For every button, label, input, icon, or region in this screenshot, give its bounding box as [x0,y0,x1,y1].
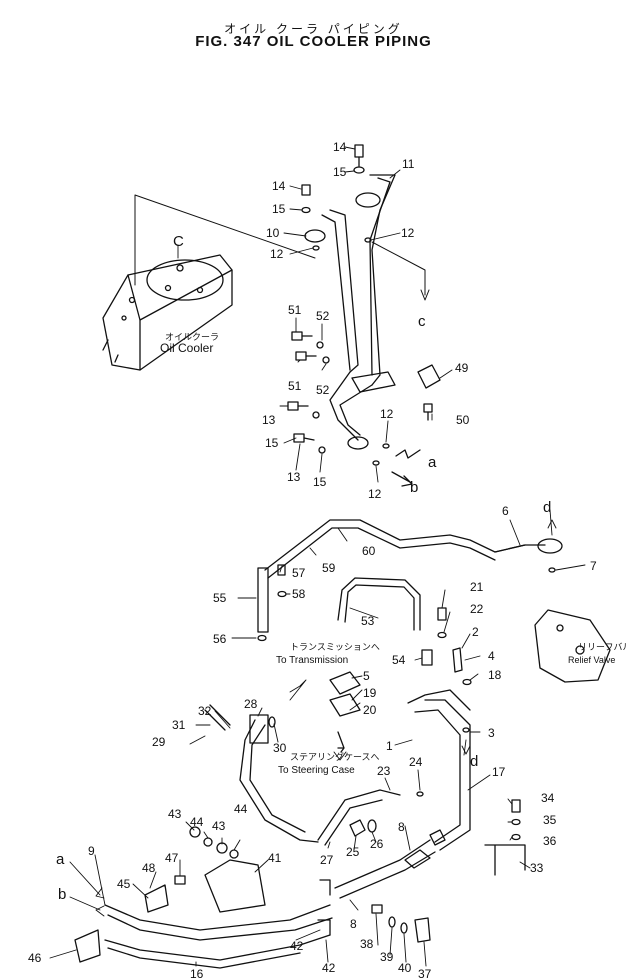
callout-20: 20 [363,703,377,717]
callout-18: 5 [363,669,370,683]
callout-51-upper: 51 [288,303,302,317]
connection-letter-d-lower: d [470,753,478,770]
to-transmission-label-jp: トランスミッションへ [290,642,380,652]
callout-1: 1 [386,739,393,753]
callout-13-lower: 13 [287,470,301,484]
callout-15: 15 [272,202,286,216]
callout-60: 60 [362,544,376,558]
callout-7: 7 [590,559,597,573]
callout-16: 16 [190,967,204,980]
upper-oil-pipes [304,174,441,450]
callout-3: 3 [488,726,495,740]
connection-letter-c-cooler: C [173,233,184,250]
lower-oil-pipes [74,826,431,969]
figure-title: FIG. 347 OIL COOLER PIPING [195,33,432,50]
callout-44-left: 44 [190,815,204,829]
callout-52-lower: 52 [316,383,330,397]
callout-43-right: 43 [212,819,226,833]
callout-28: 28 [244,697,258,711]
callout-11: 11 [402,157,415,171]
callout-50: 50 [456,413,470,427]
callout-24: 24 [409,755,423,769]
callout-44-right: 44 [234,802,248,816]
oil-cooler-assembly [102,254,233,371]
callout-29: 29 [152,735,166,749]
callout-53: 53 [361,614,375,628]
callout-31: 31 [172,718,186,732]
callout-25: 25 [346,845,360,859]
callout-14: 14 [272,179,286,193]
transmission-pipes [204,671,526,899]
to-transmission-label: To Transmission [276,655,348,666]
connection-letter-b-upper: b [410,479,418,496]
callout-48: 48 [142,861,156,875]
callout-36: 36 [543,834,557,848]
callout-57: 57 [292,566,306,580]
callout-14-upper: 14 [333,140,347,154]
callout-26: 26 [370,837,384,851]
callout-15-upper: 15 [333,165,347,179]
callout-42-left: 42 [290,939,304,953]
callout-19: 19 [363,686,377,700]
callout-4: 4 [488,649,495,663]
callout-9: 9 [88,844,95,858]
callout-55: 55 [213,591,227,605]
callout-8-lower: 8 [350,917,357,931]
callout-37: 37 [418,967,432,980]
callout-56: 56 [213,632,227,646]
relief-valve-label-jp: リリーフバルブ [578,641,627,652]
oil-cooler-label-jp: オイルクーラ [165,332,219,342]
callout-27: 27 [320,853,334,867]
to-steering-label-jp: ステアリングケースへ [290,751,380,762]
callout-8-upper: 8 [398,820,405,834]
callout-17: 17 [492,765,506,779]
callout-22: 22 [470,602,484,616]
relief-valve-label: Relief Valve [568,655,615,665]
callout-45: 45 [117,877,131,891]
callout-6: 6 [502,504,509,518]
figure-title-japanese: オイル クーラ パイピング [224,22,403,36]
callout-12-mid: 12 [380,407,394,421]
callout-46: 46 [28,951,42,965]
callout-59: 59 [322,561,336,575]
callout-35: 35 [543,813,557,827]
callout-40: 40 [398,961,412,975]
callout-13-upper: 13 [262,413,276,427]
callout-42-right: 42 [322,961,336,975]
to-steering-label: To Steering Case [278,765,355,776]
callout-30: 30 [273,741,287,755]
callout-12-right: 12 [401,226,415,240]
oil-cooler-label: Oil Cooler [160,341,213,355]
callout-52-upper: 52 [316,309,330,323]
callout-2: 2 [472,625,479,639]
callout-34: 34 [541,791,555,805]
callout-5: 18 [488,668,502,682]
connection-letter-c: c [418,313,426,330]
callout-12-lower: 12 [368,487,382,501]
callout-43-left: 43 [168,807,182,821]
callout-33: 33 [530,861,544,875]
callout-10: 10 [266,226,280,240]
callout-41: 41 [268,851,282,865]
callout-58: 58 [292,587,306,601]
callout-38: 38 [360,937,374,951]
connection-letter-a-lower: a [56,851,65,868]
connection-letter-d-upper: d [543,499,551,516]
callout-32: 32 [198,704,212,718]
callout-21: 21 [470,580,484,594]
callout-23: 23 [377,764,391,778]
callout-51-lower: 51 [288,379,302,393]
callout-15-lower: 15 [313,475,327,489]
leader-lines [49,146,586,967]
callout-15-mid: 15 [265,436,279,450]
callout-49: 49 [455,361,469,375]
middle-oil-pipes [257,519,611,733]
connection-letter-b-lower: b [58,886,66,903]
callout-39: 39 [380,950,394,964]
connection-letter-a-upper: a [428,454,437,471]
callout-12-left: 12 [270,247,284,261]
callout-54: 54 [392,653,406,667]
callout-47: 47 [165,851,179,865]
